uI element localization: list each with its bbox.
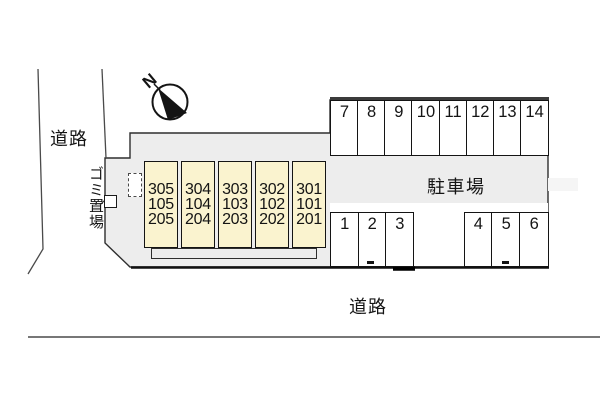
unit-number: 304	[185, 180, 211, 198]
building-unit-column-4: 302 102 202	[255, 161, 289, 248]
building-unit-column-1: 305 105 205	[144, 161, 178, 248]
building-unit-column-3: 303 103 203	[218, 161, 252, 248]
left-road-west-edge-line	[27, 68, 44, 275]
unit-number: 301	[296, 180, 322, 198]
parking-area-label: 駐車場	[427, 177, 486, 197]
parking-stall-12: 12	[465, 100, 495, 156]
parking-row-top: 7 8 9 10 11 12 13 14	[330, 100, 550, 156]
parking-row-bottom-left: 1 2 3	[330, 212, 415, 267]
wheel-stop-mark	[502, 261, 509, 264]
parking-stall-10: 10	[411, 100, 441, 156]
parking-stall-11: 11	[438, 100, 468, 156]
unit-number: 101	[296, 195, 322, 213]
building-balcony-outline	[151, 248, 317, 259]
parking-stall-9: 9	[384, 100, 414, 156]
parking-stall-13: 13	[492, 100, 522, 156]
road-label-bottom: 道路	[349, 297, 387, 317]
utility-dashed-box	[128, 173, 142, 197]
parking-stall-2: 2	[357, 212, 387, 267]
unit-number: 105	[148, 195, 174, 213]
unit-number: 305	[148, 180, 174, 198]
unit-number: 302	[259, 180, 285, 198]
unit-number: 202	[259, 211, 285, 229]
parking-stall-7: 7	[330, 100, 359, 156]
parking-stall-4: 4	[463, 212, 494, 267]
parking-stall-6: 6	[519, 212, 550, 267]
building-unit-column-5: 301 101 201	[292, 161, 326, 248]
unit-number: 203	[222, 211, 248, 229]
unit-number: 204	[185, 211, 211, 229]
parking-stall-14: 14	[520, 100, 550, 156]
unit-number: 201	[296, 211, 322, 229]
site-right-extension	[548, 178, 578, 191]
unit-number: 104	[185, 195, 211, 213]
left-road-east-edge-line	[101, 68, 107, 159]
apartment-building: 305 105 205 304 104 204 303 103 203 302 …	[144, 161, 326, 248]
road-label-left: 道路	[50, 129, 88, 149]
parking-stall-1: 1	[330, 212, 360, 267]
parking-stall-3: 3	[385, 212, 415, 267]
unit-number: 205	[148, 211, 174, 229]
unit-number: 103	[222, 195, 248, 213]
parking-stall-8: 8	[357, 100, 387, 156]
parking-stall-5: 5	[491, 212, 522, 267]
building-unit-column-2: 304 104 204	[181, 161, 215, 248]
wheel-stop-mark	[367, 261, 374, 264]
unit-number: 303	[222, 180, 248, 198]
garbage-box	[104, 195, 117, 208]
parking-row-bottom-right: 4 5 6	[463, 212, 550, 267]
compass-north-icon: N	[139, 70, 189, 121]
garbage-area-label: ゴミ置場	[87, 166, 104, 230]
unit-number: 102	[259, 195, 285, 213]
